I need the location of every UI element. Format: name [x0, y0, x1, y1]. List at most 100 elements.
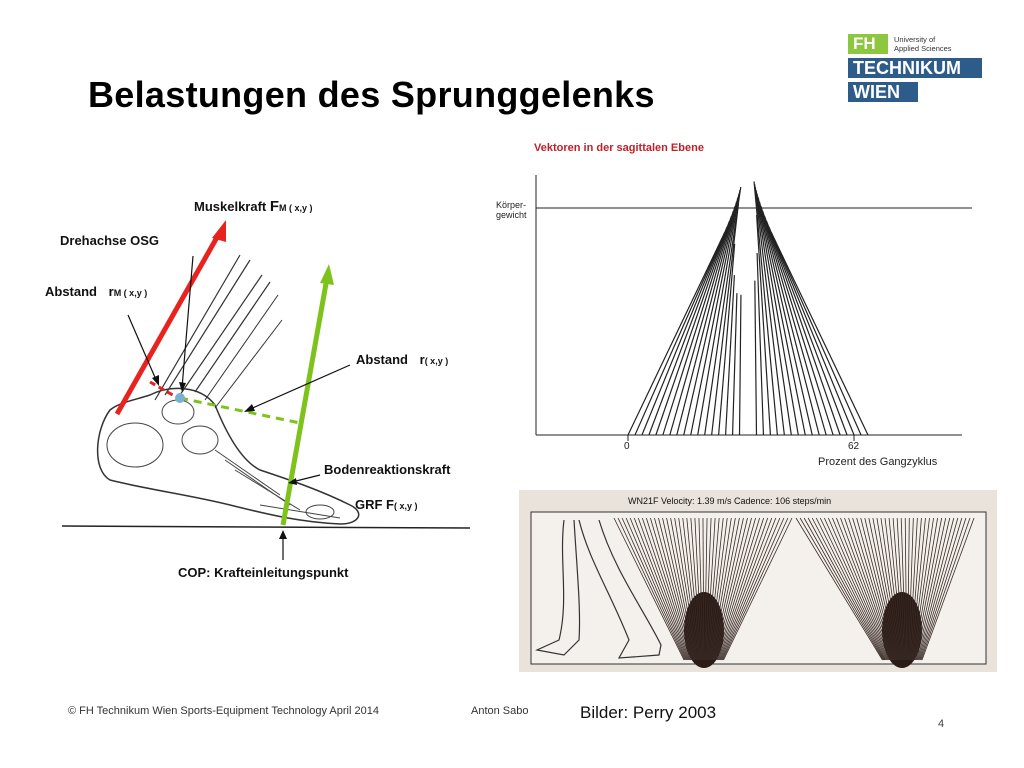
- butterfly-vector-line: [716, 517, 765, 661]
- force-vector-line: [756, 253, 765, 436]
- butterfly-vector-line: [722, 517, 789, 661]
- butterfly-vector-line: [909, 517, 918, 661]
- butterfly-vector-line: [909, 517, 922, 661]
- butterfly-vector-line: [690, 517, 702, 661]
- butterfly-vector-line: [674, 517, 698, 661]
- butterfly-vector-line: [888, 517, 904, 661]
- butterfly-vector-line: [844, 517, 894, 661]
- force-vector-line: [662, 210, 734, 436]
- force-vector-line: [641, 226, 728, 436]
- butterfly-vector-line: [856, 517, 897, 661]
- butterfly-figure: WN21F Velocity: 1.39 m/s Cadence: 106 st…: [519, 490, 997, 672]
- butterfly-vector-line: [625, 517, 688, 661]
- butterfly-vector-line: [718, 517, 773, 661]
- butterfly-vector-line: [641, 517, 691, 661]
- label-drehachse: Drehachse OSG: [60, 233, 159, 248]
- butterfly-vector-line: [670, 517, 697, 661]
- butterfly-vector-line: [633, 517, 689, 661]
- butterfly-vector-line: [710, 517, 736, 661]
- footer-author: Anton Sabo: [471, 705, 529, 717]
- butterfly-vector-line: [795, 517, 883, 661]
- force-vector-line: [765, 220, 848, 436]
- butterfly-vector-line: [919, 517, 967, 661]
- butterfly-vector-line: [803, 517, 885, 661]
- butterfly-vector-line: [662, 517, 696, 661]
- butterfly-vector-line: [723, 517, 793, 661]
- butterfly-vector-line: [694, 517, 703, 661]
- butterfly-vector-line: [720, 517, 781, 661]
- butterfly-vector-line: [705, 517, 712, 661]
- butterfly-vector-line: [613, 517, 685, 661]
- butterfly-vector-line: [828, 517, 891, 661]
- footer-copyright: © FH Technikum Wien Sports-Equipment Tec…: [68, 705, 379, 717]
- force-vector-line: [731, 293, 738, 436]
- force-vector-line: [756, 193, 806, 436]
- butterfly-vector-line: [704, 517, 708, 661]
- logo-wien: WIEN: [848, 82, 918, 102]
- butterfly-vector-line: [709, 517, 732, 661]
- tick-0: 0: [624, 441, 630, 452]
- butterfly-vector-line: [682, 517, 700, 661]
- force-vector-line: [738, 294, 742, 436]
- butterfly-vector-line: [892, 517, 905, 661]
- butterfly-vector-line: [815, 517, 888, 661]
- label-bodenreaktionskraft: Bodenreaktionskraft: [324, 462, 451, 477]
- force-vector-line: [755, 214, 772, 436]
- butterfly-vector-line: [717, 517, 769, 661]
- vector-lines: [535, 175, 972, 441]
- force-vector-line: [768, 226, 855, 436]
- butterfly-vector-line: [910, 517, 926, 661]
- butterfly-vector-line: [645, 517, 692, 661]
- butterfly-vector-line: [896, 517, 906, 661]
- butterfly-lines: [530, 511, 987, 668]
- butterfly-vector-line: [707, 517, 724, 661]
- butterfly-vector-line: [799, 517, 884, 661]
- butterfly-vector-line: [864, 517, 899, 661]
- force-vector-line: [718, 243, 736, 436]
- label-cop: COP: Krafteinleitungspunkt: [178, 565, 349, 580]
- butterfly-vector-line: [912, 517, 934, 661]
- page-number: 4: [938, 718, 945, 730]
- force-vector-line: [773, 238, 869, 436]
- butterfly-vector-line: [715, 517, 761, 661]
- force-vector-line: [655, 215, 733, 436]
- butterfly-vector-line: [907, 517, 910, 661]
- butterfly-vector-line: [836, 517, 892, 661]
- butterfly-vector-line: [915, 517, 947, 661]
- force-vector-line: [627, 238, 723, 436]
- butterfly-vector-line: [911, 517, 930, 661]
- butterfly-vector-line: [917, 517, 955, 661]
- butterfly-vector-line: [920, 517, 971, 661]
- force-vector-line: [758, 201, 820, 436]
- butterfly-vector-line: [900, 517, 907, 661]
- force-vector-line: [683, 197, 739, 436]
- butterfly-vector-line: [872, 517, 900, 661]
- fh-technikum-logo: FH University of Applied Sciences TECHNI…: [848, 34, 984, 108]
- force-vector-line: [763, 215, 841, 436]
- force-vector-line: [753, 181, 778, 436]
- butterfly-vector-line: [819, 517, 889, 661]
- label-abstand-r: Abstand r( x,y ): [356, 352, 449, 367]
- force-vector-line: [755, 190, 799, 436]
- butterfly-vector-line: [650, 517, 693, 661]
- butterfly-vector-line: [848, 517, 895, 661]
- butterfly-vector-line: [719, 517, 777, 661]
- butterfly-vector-line: [918, 517, 963, 661]
- butterfly-vector-line: [884, 517, 903, 661]
- image-credit: Bilder: Perry 2003: [580, 703, 717, 722]
- force-vector-line: [760, 206, 827, 436]
- slide-title: Belastungen des Sprunggelenks: [88, 74, 655, 115]
- butterfly-vector-line: [918, 517, 959, 661]
- butterfly-vector-line: [698, 517, 704, 661]
- force-vector-line: [697, 190, 741, 436]
- butterfly-vector-line: [860, 517, 898, 661]
- force-vector-line: [648, 220, 731, 436]
- butterfly-vector-line: [840, 517, 893, 661]
- force-vector-line: [690, 193, 740, 436]
- force-vector-line: [669, 206, 736, 436]
- butterfly-vector-line: [686, 517, 701, 661]
- force-vector-line: [754, 280, 758, 436]
- vector-xlabel: Prozent des Gangzyklus: [818, 456, 938, 468]
- butterfly-vector-line: [702, 517, 705, 661]
- butterfly-vector-line: [908, 517, 914, 661]
